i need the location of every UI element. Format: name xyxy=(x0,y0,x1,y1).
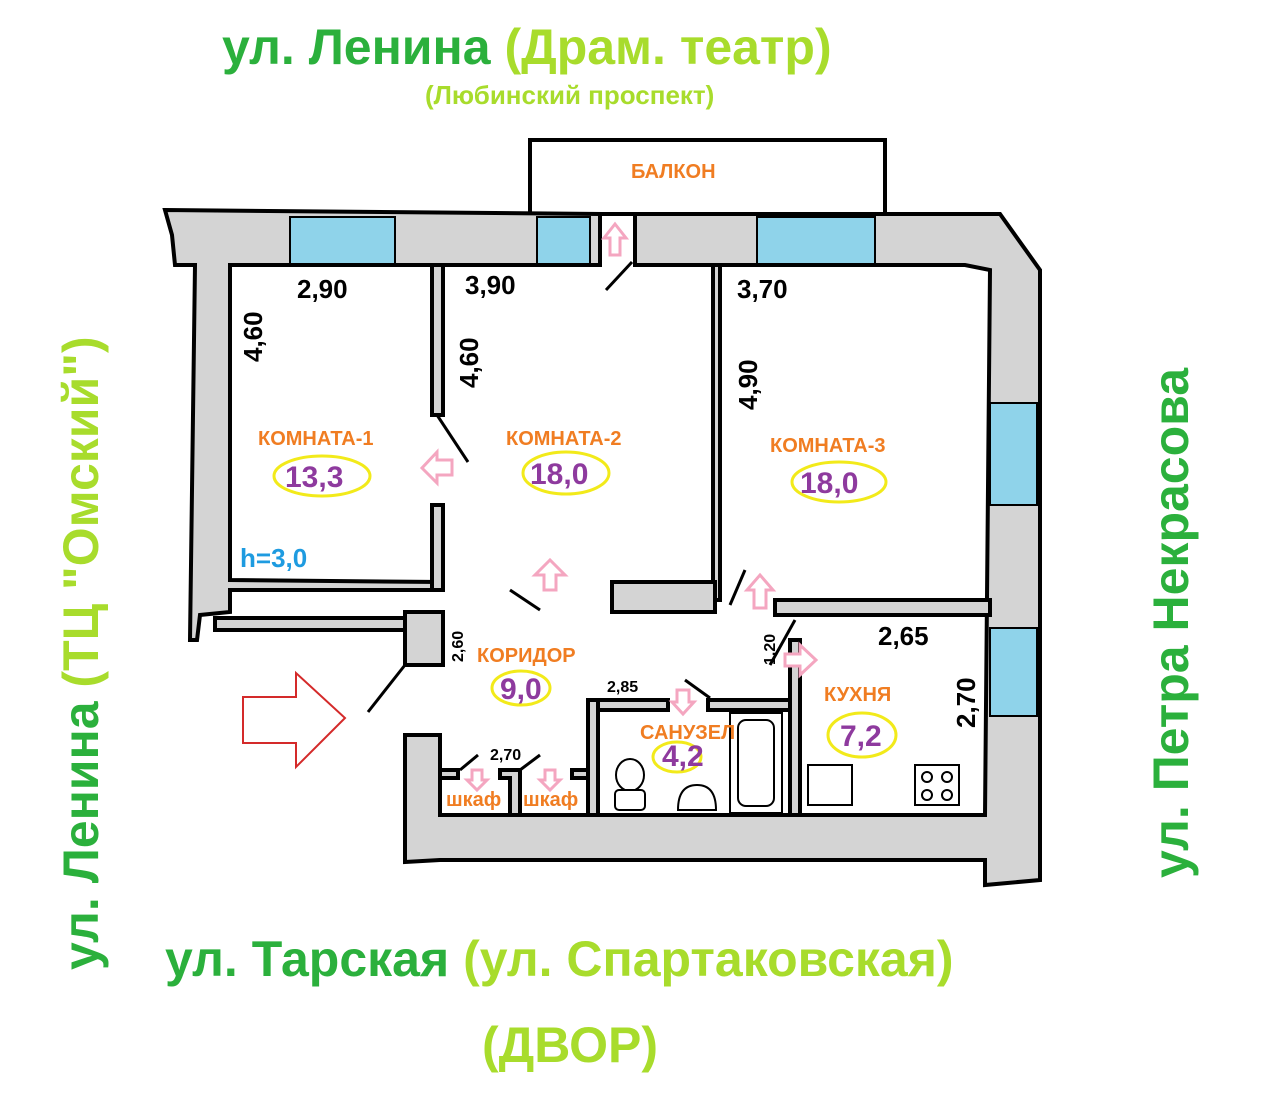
closet2-label: шкаф xyxy=(523,789,578,811)
arrow-up-icon xyxy=(531,557,569,592)
arrow-down-icon xyxy=(463,768,491,793)
corridor-passage: 1,20 xyxy=(762,634,779,665)
room1-area: 13,3 xyxy=(285,461,343,494)
room2-label: КОМНАТА-2 xyxy=(506,428,622,450)
room1-length: 4,60 xyxy=(238,311,268,362)
direction-arrows xyxy=(419,221,819,793)
street-right: ул. Петра Некрасова xyxy=(1143,367,1199,878)
bathroom-width: 2,85 xyxy=(607,679,638,696)
street-bottom-sub: (ДВОР) xyxy=(482,1017,658,1073)
kitchen-sink-icon xyxy=(807,764,853,806)
room3-width: 3,70 xyxy=(737,274,788,304)
arrow-down-icon xyxy=(536,768,564,793)
room3-label: КОМНАТА-3 xyxy=(770,435,886,457)
doors xyxy=(366,260,797,772)
closets-width: 2,70 xyxy=(490,747,521,764)
corridor-length: 2,60 xyxy=(450,631,467,662)
corridor-label: КОРИДОР xyxy=(477,645,576,667)
fixtures xyxy=(614,712,960,814)
room2-length: 4,60 xyxy=(454,337,484,388)
kitchen-length: 2,70 xyxy=(951,677,981,728)
kitchen-width: 2,65 xyxy=(878,621,929,651)
stove-icon xyxy=(914,764,960,806)
room1-label: КОМНАТА-1 xyxy=(258,428,374,450)
arrow-up-icon xyxy=(743,572,777,610)
street-top-sub: (Любинский проспект) xyxy=(425,80,714,110)
windows xyxy=(289,216,1038,717)
corridor-area: 9,0 xyxy=(500,673,542,706)
closet1-label: шкаф xyxy=(446,789,501,811)
sink-icon xyxy=(676,783,718,811)
area-ellipses xyxy=(272,450,898,774)
room1-width: 2,90 xyxy=(297,274,348,304)
street-bottom: ул. Тарская (ул. Спартаковская) xyxy=(165,931,954,987)
arrow-right-icon xyxy=(783,641,819,679)
entrance-arrow-icon xyxy=(242,670,347,770)
bathroom-label: САНУЗЕЛ xyxy=(640,722,735,744)
balcony xyxy=(528,138,887,216)
toilet-icon xyxy=(615,758,645,792)
street-left: ул. Ленина (ТЦ "Омский") xyxy=(53,336,109,970)
kitchen-area: 7,2 xyxy=(840,720,882,753)
room3-area: 18,0 xyxy=(800,467,858,500)
room2-width: 3,90 xyxy=(465,270,516,300)
arrow-up-icon xyxy=(600,221,630,257)
ceiling-height: h=3,0 xyxy=(240,543,307,573)
arrow-down-icon xyxy=(668,688,698,717)
kitchen-label: КУХНЯ xyxy=(824,684,891,706)
bathroom-area: 4,2 xyxy=(662,740,704,773)
room3-length: 4,90 xyxy=(733,359,763,410)
walls xyxy=(162,207,1042,888)
room2-area: 18,0 xyxy=(530,458,588,491)
arrow-left-icon xyxy=(419,448,454,487)
street-top: ул. Ленина (Драм. театр) xyxy=(222,19,832,75)
balcony-label: БАЛКОН xyxy=(631,161,716,183)
